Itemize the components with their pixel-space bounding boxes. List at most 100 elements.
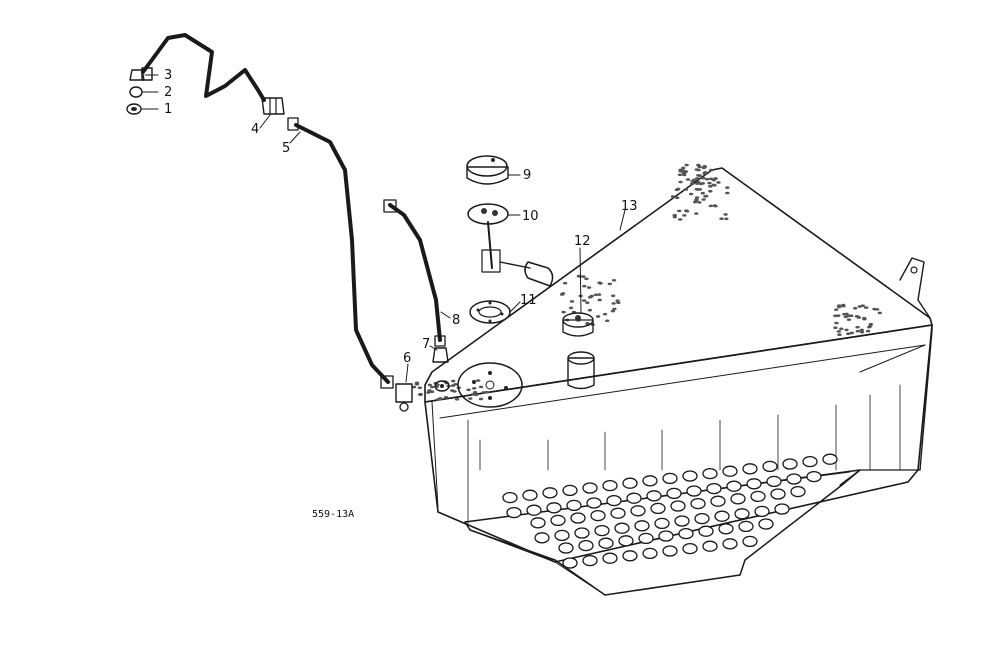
- tread-hole: [594, 524, 610, 537]
- tread-hole: [662, 545, 678, 557]
- tread-hole: [758, 518, 774, 530]
- tread-hole: [658, 530, 674, 542]
- surface-speck: [670, 195, 676, 198]
- tread-hole: [706, 482, 722, 495]
- surface-speck: [587, 308, 593, 312]
- surface-speck: [561, 310, 566, 314]
- tread-hole: [702, 540, 718, 552]
- surface-speck: [682, 173, 687, 177]
- surface-speck: [725, 191, 730, 195]
- surface-speck: [585, 301, 590, 304]
- tread-hole: [566, 499, 582, 512]
- tread-hole: [746, 478, 762, 490]
- tread-hole: [554, 529, 570, 542]
- tread-hole: [522, 489, 538, 501]
- surface-speck: [688, 192, 694, 196]
- surface-speck: [836, 305, 842, 309]
- surface-speck: [581, 275, 586, 278]
- tread-hole: [622, 477, 638, 489]
- surface-speck: [677, 173, 683, 177]
- surface-speck: [677, 209, 682, 213]
- surface-speck: [475, 379, 481, 382]
- surface-speck: [694, 168, 699, 171]
- callout-7: 7: [422, 337, 430, 352]
- surface-speck: [678, 218, 683, 221]
- surface-speck: [582, 284, 587, 288]
- surface-speck: [702, 172, 707, 175]
- callout-4: 4: [251, 122, 259, 137]
- tread-hole: [714, 510, 730, 522]
- tread-hole: [618, 535, 634, 547]
- surface-speck: [418, 392, 423, 396]
- surface-speck: [472, 390, 478, 394]
- tread-hole: [654, 517, 670, 530]
- tread-hole: [742, 535, 758, 548]
- tread-hole: [550, 514, 566, 527]
- surface-speck: [839, 327, 844, 331]
- surface-speck: [703, 194, 709, 198]
- callout-labels: 3 2 1 4 5 6 7 8 9 10 11 12 13: [164, 68, 638, 366]
- tread-hole: [694, 512, 710, 525]
- surface-speck: [724, 217, 729, 221]
- tread-hole: [634, 520, 650, 532]
- surface-speck: [593, 293, 599, 297]
- tread-hole: [570, 512, 586, 524]
- surface-speck: [712, 204, 718, 207]
- surface-speck: [868, 322, 874, 326]
- surface-speck: [841, 303, 846, 307]
- surface-speck: [675, 196, 680, 200]
- tread-hole: [650, 502, 666, 515]
- surface-speck: [701, 166, 707, 170]
- surface-speck: [615, 299, 620, 303]
- surface-speck: [685, 178, 691, 181]
- surface-speck: [852, 306, 858, 310]
- surface-speck: [468, 397, 473, 400]
- surface-speck: [411, 385, 417, 389]
- surface-speck: [709, 168, 714, 172]
- tread-hole: [574, 527, 590, 539]
- surface-speck: [833, 326, 838, 329]
- surface-speck: [581, 299, 587, 302]
- tread-hole: [526, 504, 542, 516]
- banjo-fitting: [432, 347, 449, 363]
- upper-fuel-line: [141, 33, 266, 102]
- surface-speck: [427, 389, 432, 392]
- surface-speck: [610, 294, 616, 298]
- tread-hole: [578, 539, 594, 552]
- tread-hole: [670, 500, 686, 512]
- tread-hole: [590, 509, 606, 522]
- tread-hole: [662, 472, 678, 485]
- surface-speck: [716, 181, 721, 184]
- surface-speck: [478, 385, 484, 389]
- surface-speck: [454, 397, 460, 401]
- surface-speck: [678, 180, 683, 184]
- tread-hole: [754, 505, 770, 518]
- tread-hole: [686, 485, 702, 497]
- return-fuel-pipe: [383, 199, 446, 347]
- step-tread-plate: [464, 469, 861, 596]
- surface-speck: [672, 213, 677, 217]
- surface-speck: [708, 204, 714, 208]
- fitting-nut: [129, 69, 145, 81]
- surface-speck: [842, 312, 847, 316]
- surface-speck: [692, 200, 698, 204]
- tread-hole: [806, 470, 822, 483]
- surface-speck: [569, 300, 575, 303]
- surface-speck: [684, 209, 689, 212]
- surface-speck: [611, 278, 617, 282]
- sender-cover-cap: [466, 155, 509, 185]
- surface-speck: [844, 328, 849, 332]
- surface-speck: [695, 177, 700, 180]
- figure-code: 559-13A: [312, 509, 354, 520]
- surface-speck: [859, 330, 865, 334]
- tread-hole: [718, 523, 734, 535]
- surface-speck: [855, 329, 861, 333]
- tread-hole: [642, 475, 658, 487]
- tread-hole: [738, 520, 754, 533]
- callout-1: 1: [164, 102, 172, 117]
- callout-2: 2: [164, 85, 172, 100]
- callout-12: 12: [574, 234, 591, 249]
- tread-hole: [622, 550, 638, 562]
- tread-hole: [822, 453, 838, 465]
- surface-speck: [862, 317, 867, 321]
